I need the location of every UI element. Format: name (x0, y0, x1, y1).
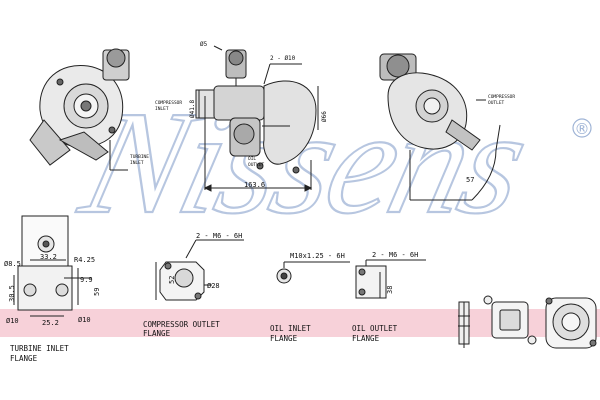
dim-59: 59 (93, 288, 101, 296)
label-turbine-inlet-line1: TURBINE (130, 154, 149, 160)
oil-inlet-drawing (276, 261, 350, 284)
dim-d8-5: Ø8.5 (4, 260, 21, 268)
label-oil-inlet-flange-line1: OIL INLET (270, 324, 311, 333)
dim-2-m6-6h-compressor: 2 - M6 - 6H (196, 232, 242, 240)
label-oil-outlet-flange-line2: FLANGE (352, 334, 380, 343)
dim-9-9: 9.9 (80, 276, 93, 284)
compressor-outlet-flange-drawing (155, 239, 244, 301)
watermark-layer: Nissens ® (65, 79, 592, 246)
label-compressor-outlet-line2: OUTLET (488, 100, 505, 106)
round-gasket-drawing (545, 297, 597, 349)
dim-d10-right: Ø10 (78, 316, 91, 324)
label-turbine-inlet-flange-line1: TURBINE INLET (10, 344, 69, 353)
dim-52: 52 (168, 276, 176, 284)
dim-length-163-6: 163.6 (244, 181, 265, 189)
dim-d41-8: Ø41.8 (189, 100, 196, 118)
dim-25-2: 25.2 (42, 319, 59, 327)
label-oil-outlet-flange-line1: OIL OUTLET (352, 324, 398, 333)
oil-outlet-flange-drawing (355, 259, 426, 299)
dim-angle-57: 57 (466, 176, 474, 184)
dim-2-d10: 2 - Ø10 (270, 55, 296, 62)
registered-mark: ® (575, 120, 590, 138)
label-oil-outlet-line2: OUTLET (248, 162, 265, 168)
label-oil-outlet-line1: OIL (248, 156, 256, 162)
dim-30-5: 30.5 (8, 285, 16, 302)
dim-d5: Ø5 (200, 41, 208, 48)
label-compressor-outlet-flange-line2: FLANGE (143, 329, 171, 338)
dim-38: 38 (386, 286, 394, 294)
dim-33-2: 33.2 (40, 253, 57, 261)
turbo-view-left (29, 48, 130, 171)
label-oil-inlet-flange-line2: FLANGE (270, 334, 298, 343)
label-compressor-inlet-line2: INLET (155, 106, 169, 112)
label-compressor-inlet-line1: COMPRESSOR (155, 100, 182, 106)
label-turbine-inlet-flange-line2: FLANGE (10, 354, 38, 363)
label-compressor-outlet-flange-line1: COMPRESSOR OUTLET (143, 320, 220, 329)
dim-d66: Ø66 (321, 111, 328, 122)
turbo-view-center (195, 45, 319, 192)
dim-d10-left: Ø10 (6, 317, 19, 325)
dim-r4-25: R4.25 (74, 256, 95, 264)
turbo-view-right (379, 53, 501, 201)
square-gasket-drawing (483, 295, 537, 345)
dim-d28: Ø28 (207, 282, 220, 290)
dim-2-m6-6h-oil-outlet: 2 - M6 - 6H (372, 251, 418, 259)
registered-mark-ring (572, 118, 592, 138)
stud-bolt-drawing (458, 301, 470, 348)
label-turbine-inlet-line2: INLET (130, 160, 144, 166)
turbine-inlet-flange-drawing (13, 215, 92, 317)
dim-m10-thread: M10x1.25 - 6H (290, 252, 345, 260)
label-compressor-outlet-line1: COMPRESSOR (488, 94, 515, 100)
